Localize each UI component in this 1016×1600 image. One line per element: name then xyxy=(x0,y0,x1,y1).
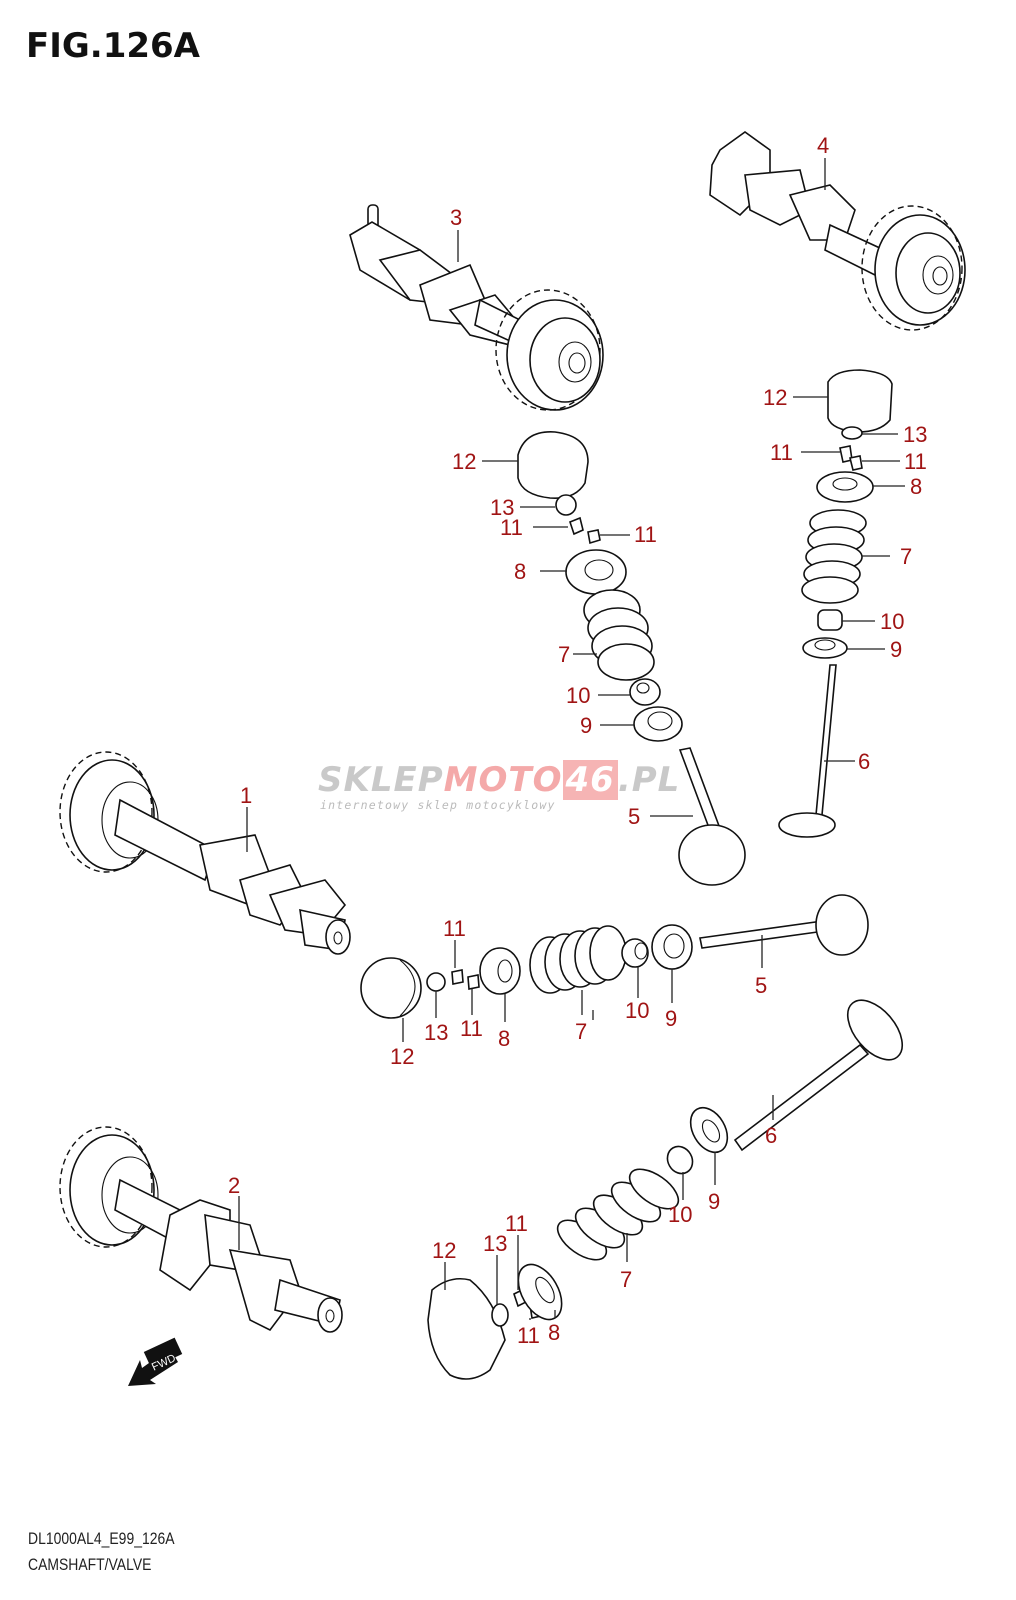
callout-3[interactable]: 3 xyxy=(450,205,462,230)
model-code: DL1000AL4_E99_126A xyxy=(28,1529,175,1548)
callout-7[interactable]: 7 xyxy=(900,544,912,569)
tappet[interactable] xyxy=(427,1277,506,1380)
valve-spring[interactable] xyxy=(801,509,867,604)
camshaft-1[interactable] xyxy=(59,751,351,955)
callout-12[interactable]: 12 xyxy=(390,1044,414,1069)
valve[interactable] xyxy=(778,664,837,838)
spring-seat[interactable] xyxy=(633,706,683,742)
callout-7[interactable]: 7 xyxy=(620,1267,632,1292)
stem-seal[interactable] xyxy=(817,609,843,631)
figure-title: FIG.126A xyxy=(26,26,200,66)
tappet[interactable] xyxy=(827,369,893,433)
valve-cotter[interactable] xyxy=(467,974,480,990)
fwd-direction-arrow: FWD xyxy=(128,1337,183,1386)
callout-13[interactable]: 13 xyxy=(424,1020,448,1045)
callout-11[interactable]: 11 xyxy=(500,515,523,540)
callout-11[interactable]: 11 xyxy=(634,522,657,547)
valve[interactable] xyxy=(733,990,913,1152)
callout-12[interactable]: 12 xyxy=(432,1238,456,1263)
callout-11[interactable]: 11 xyxy=(517,1323,540,1348)
spring-retainer[interactable] xyxy=(816,471,874,503)
callout-11[interactable]: 11 xyxy=(505,1211,528,1236)
callout-13[interactable]: 13 xyxy=(490,495,514,520)
callout-2[interactable]: 2 xyxy=(228,1173,240,1198)
watermark: SKLEPMOTO46.PL internetowy sklep motocyk… xyxy=(318,760,681,812)
callout-8[interactable]: 8 xyxy=(514,559,526,584)
camshaft-3[interactable] xyxy=(349,204,604,411)
stem-seal[interactable] xyxy=(629,678,661,706)
shim[interactable] xyxy=(426,972,446,992)
callout-7[interactable]: 7 xyxy=(558,642,570,667)
callouts-group-e: 12 13 11 11 8 7 10 9 6 xyxy=(432,1095,777,1348)
callout-11[interactable]: 11 xyxy=(443,916,466,941)
callout-6[interactable]: 6 xyxy=(765,1123,777,1148)
valve-cotter[interactable] xyxy=(451,969,464,985)
spring-seat[interactable] xyxy=(802,637,848,659)
callouts-group-a: 12 13 11 11 8 7 10 9 5 xyxy=(452,449,693,829)
valve-cotter[interactable] xyxy=(569,516,584,536)
callout-9[interactable]: 9 xyxy=(890,637,902,662)
spring-seat[interactable] xyxy=(683,1101,735,1159)
camshaft-4[interactable] xyxy=(709,131,966,331)
callout-5[interactable]: 5 xyxy=(755,973,767,998)
callout-5[interactable]: 5 xyxy=(628,804,640,829)
camshaft-2[interactable] xyxy=(59,1126,343,1333)
callout-7[interactable]: 7 xyxy=(575,1019,587,1044)
spring-retainer[interactable] xyxy=(565,549,627,595)
valve-cotter[interactable] xyxy=(587,529,601,545)
watermark-tagline: internetowy sklep motocyklowy xyxy=(320,798,556,812)
shim[interactable] xyxy=(555,494,577,516)
valve[interactable] xyxy=(699,894,869,956)
watermark-brand-red: MOTO xyxy=(443,760,563,800)
valve[interactable] xyxy=(678,747,746,886)
figure-footer: DL1000AL4_E99_126A CAMSHAFT/VALVE xyxy=(28,1526,175,1578)
callout-8[interactable]: 8 xyxy=(910,474,922,499)
callout-8[interactable]: 8 xyxy=(498,1026,510,1051)
stem-seal[interactable] xyxy=(621,938,649,968)
valve-spring[interactable] xyxy=(551,1161,685,1267)
valve-assembly-exhaust-upper xyxy=(778,369,893,838)
tappet[interactable] xyxy=(517,431,589,500)
callout-4[interactable]: 4 xyxy=(817,133,829,158)
stem-seal[interactable] xyxy=(663,1142,698,1178)
callout-6[interactable]: 6 xyxy=(858,749,870,774)
callout-10[interactable]: 10 xyxy=(566,683,590,708)
callout-11[interactable]: 11 xyxy=(460,1016,483,1041)
callout-13[interactable]: 13 xyxy=(903,422,927,447)
callout-9[interactable]: 9 xyxy=(665,1006,677,1031)
callout-10[interactable]: 10 xyxy=(668,1202,692,1227)
callouts-group-b: 12 13 11 11 8 7 10 9 6 xyxy=(763,385,927,774)
callout-1[interactable]: 1 xyxy=(240,783,252,808)
valve-assembly-intake-lower xyxy=(360,894,869,1019)
callout-12[interactable]: 12 xyxy=(452,449,476,474)
spring-seat[interactable] xyxy=(651,924,693,970)
tappet[interactable] xyxy=(360,957,422,1019)
valve-cotter[interactable] xyxy=(849,455,863,471)
valve-assembly-intake-upper xyxy=(517,431,746,886)
valve-spring[interactable] xyxy=(529,925,627,994)
callout-10[interactable]: 10 xyxy=(625,998,649,1023)
shim[interactable] xyxy=(841,426,863,440)
callout-9[interactable]: 9 xyxy=(580,713,592,738)
figure-caption: CAMSHAFT/VALVE xyxy=(28,1555,152,1574)
callouts-group-d: 11 12 13 11 8 7 10 9 5 xyxy=(390,916,767,1069)
callout-9[interactable]: 9 xyxy=(708,1189,720,1214)
callout-11[interactable]: 11 xyxy=(770,440,793,465)
watermark-brand-gray: SKLEP xyxy=(318,760,444,800)
callout-12[interactable]: 12 xyxy=(763,385,787,410)
watermark-brand-box: 46 xyxy=(562,760,618,800)
callout-8[interactable]: 8 xyxy=(548,1320,560,1345)
watermark-brand-tld: .PL xyxy=(617,760,681,800)
shim[interactable] xyxy=(491,1303,509,1327)
valve-spring[interactable] xyxy=(583,589,655,681)
spring-retainer[interactable] xyxy=(479,947,521,995)
callout-10[interactable]: 10 xyxy=(880,609,904,634)
callout-11[interactable]: 11 xyxy=(904,449,927,474)
callout-13[interactable]: 13 xyxy=(483,1231,507,1256)
valve-assembly-exhaust-lower xyxy=(427,990,913,1380)
